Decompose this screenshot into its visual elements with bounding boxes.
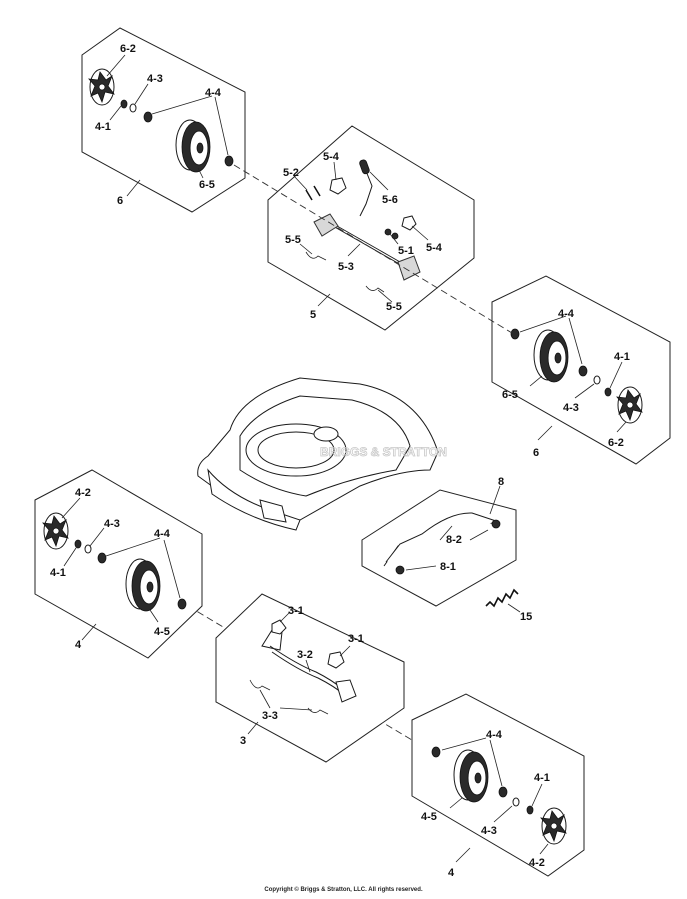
nut-8-1-icon [395,565,405,575]
group-5-height-adjuster: 5-4 5-2 5-6 5-1 5-4 5-5 5-3 5-5 5 [267,125,475,331]
callout-5-5-right: 5-5 [386,301,402,313]
wheel-6-5-icon [533,329,569,383]
callout-5-5-left: 5-5 [285,234,301,246]
nut-3-1-left-icon [271,619,287,635]
callout-6: 6 [117,195,123,207]
nut-4-4-icon [510,328,520,340]
callout-4-3: 4-3 [481,825,497,837]
bushing-4-1-icon [120,99,128,109]
copyright-notice: Copyright © Briggs & Stratton, LLC. All … [264,887,423,893]
callout-5-3: 5-3 [338,261,354,273]
nut-4-4-icon [97,552,107,564]
watermark-text: BRIGGS & STRATTON [320,445,447,459]
callout-4: 4 [448,867,455,879]
callout-4-3: 4-3 [147,73,163,85]
group-3-front-adjuster: 3-1 3-1 3-2 3-3 3 [215,593,405,763]
callout-3-3: 3-3 [262,710,278,722]
callout-4-3: 4-3 [563,402,579,414]
callout-4-4: 4-4 [154,528,171,540]
callout-6-2: 6-2 [120,43,136,55]
callout-4-4: 4-4 [486,729,503,741]
spring-5-5-right-icon [365,285,385,293]
washer-4-3-icon [512,797,520,807]
callout-8-2: 8-2 [446,534,462,546]
callout-4-2: 4-2 [529,857,545,869]
nut-4-4b-icon [177,598,187,610]
callout-3-1-right: 3-1 [348,633,364,645]
callout-4-5: 4-5 [154,626,170,638]
callout-4-3: 4-3 [104,518,120,530]
callout-6: 6 [533,447,539,459]
callout-8: 8 [498,476,504,488]
callout-4-1: 4-1 [614,351,630,363]
bushing-4-1-icon [604,387,612,397]
wheel-6-5-icon [175,119,211,173]
callout-4-4: 4-4 [205,87,222,99]
nut-4-4-icon [143,111,153,123]
callout-4-1: 4-1 [95,121,111,133]
nut-4-4-icon [431,746,441,758]
callout-4-1: 4-1 [50,567,66,579]
callout-4-4: 4-4 [558,308,575,320]
mower-deck-housing: BRIGGS & STRATTON [197,377,447,531]
callout-5: 5 [310,309,316,321]
nut-4-4b-icon [224,155,234,167]
callout-15: 15 [520,611,532,623]
callout-4-5: 4-5 [421,811,437,823]
spring-15: 15 [485,588,532,623]
callout-3: 3 [240,735,246,747]
callout-4-1: 4-1 [534,772,550,784]
callout-4-2: 4-2 [75,487,91,499]
hubcap-4-2-icon [42,512,69,550]
washer-4-3-icon [129,103,137,113]
group-4-front-left-wheel: 4-2 4-3 4-4 4-1 4-5 4 [34,469,203,659]
bushing-4-1-icon [74,539,82,549]
callout-6-5: 6-5 [502,389,518,401]
hubcap-6-2-icon [616,386,643,424]
washer-4-3-icon [593,375,601,385]
rear-axis-line [233,164,513,334]
bushing-4-1-icon [526,805,534,815]
spring-3-3-left-icon [249,679,271,691]
callout-6-2: 6-2 [608,437,624,449]
callout-5-4-right: 5-4 [426,242,443,254]
callout-8-1: 8-1 [440,561,456,573]
callout-5-1: 5-1 [398,245,414,257]
bracket-left-icon [313,213,339,237]
group-6-rear-right-wheel: 4-4 4-1 6-5 4-3 6-2 6 [491,275,671,465]
wheel-4-5-icon [125,558,161,612]
group-6-rear-left-wheel: 6-2 4-3 4-4 4-1 6-5 6 [81,27,246,213]
nut-4-4b-icon [498,786,508,798]
callout-5-2: 5-2 [283,167,299,179]
callout-3-1-left: 3-1 [288,605,304,617]
wheel-4-5-icon [453,749,489,803]
group-4-front-right-wheel: 4-4 4-1 4-5 4-3 4-2 4 [411,693,585,879]
callout-5-6: 5-6 [382,194,398,206]
hubcap-4-2-icon [540,807,567,845]
nut-5-4-top-icon [329,177,347,195]
nut-4-4b-icon [578,365,588,377]
spring-5-5-left-icon [305,251,327,261]
hubcap-6-2-icon [88,68,115,106]
washer-5-1-icon [384,228,392,236]
callout-5-4-top: 5-4 [323,151,340,163]
callout-4: 4 [75,639,82,651]
washer-4-3-icon [84,544,92,554]
group-8-front-axle: 8 8-2 8-1 [361,476,517,607]
lever-5-6-icon [359,165,373,217]
callout-6-5: 6-5 [199,179,215,191]
callout-3-2: 3-2 [297,649,313,661]
spring-15-icon [485,588,519,608]
